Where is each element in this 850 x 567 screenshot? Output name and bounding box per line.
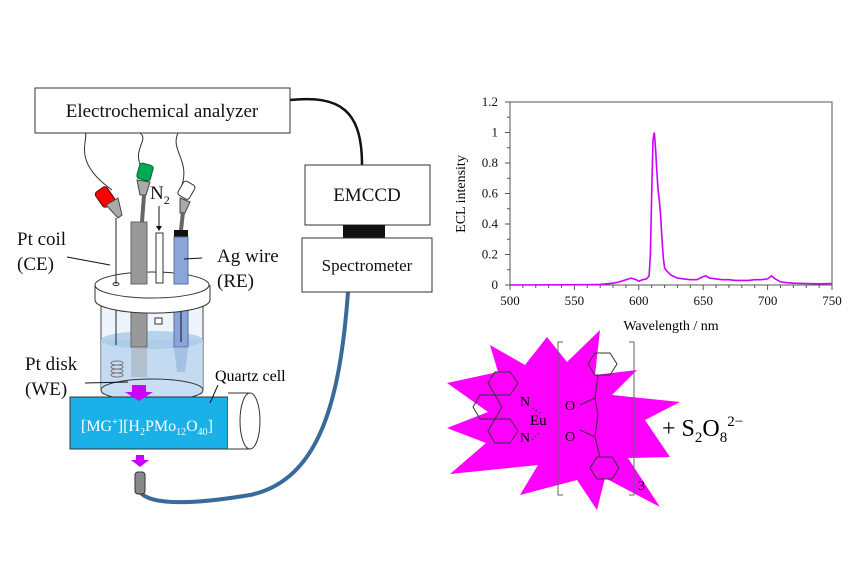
- n2-label: N2: [150, 183, 170, 207]
- x-tick-label: 700: [758, 293, 778, 308]
- coordination-bond: [531, 407, 541, 441]
- x-tick-label: 750: [822, 293, 842, 308]
- pointer-line: [209, 384, 219, 404]
- working-electrode-tip: [131, 347, 147, 377]
- re-lead: [179, 211, 185, 231]
- pointer-line: [66, 256, 111, 266]
- pt-disk-we-label: (WE): [25, 379, 67, 400]
- we-clip-green: [136, 162, 154, 196]
- pt-coil-ce-label: (CE): [17, 254, 54, 275]
- ecl-spectrum-chart: 500 550 600 650 700 750 0 0.2 0.4 0.6 0.8 1 1.2 Wave…: [454, 94, 842, 334]
- optical-fiber: [138, 291, 350, 505]
- pt-coil-icon: [110, 360, 124, 378]
- ecl-burst-icon: [447, 330, 680, 510]
- y-tick-label: 1: [492, 125, 499, 140]
- brackets: [557, 341, 635, 496]
- pt-disk-label: Pt disk: [25, 354, 78, 375]
- y-tick-label: 0: [492, 277, 499, 292]
- plot-frame: [509, 101, 833, 286]
- diketonate-backbone: [579, 374, 601, 458]
- ag-wire-label: Ag wire: [217, 246, 279, 267]
- n-atom: N: [520, 395, 530, 410]
- analyzer-emccd-cable: [289, 97, 364, 166]
- y-tick-label: 0.4: [482, 216, 499, 231]
- pointer-line: [84, 381, 129, 384]
- quartz-cell-cap-face: [239, 392, 261, 450]
- y-tick-label: 0.8: [482, 155, 498, 170]
- phen-ring: [487, 418, 519, 444]
- ag-wire-re-label: (RE): [217, 271, 254, 292]
- y-tick-label: 1.2: [482, 94, 498, 109]
- we-lead: [140, 194, 146, 223]
- electrolyte-label: [MG+][H2PMo12O40]: [81, 417, 213, 438]
- ce-lead-wire: [84, 129, 113, 191]
- spectrometer-box: [301, 237, 433, 293]
- n-atom: N: [520, 431, 530, 446]
- arrowhead-icon: [156, 226, 162, 231]
- n2-tube-upper: [155, 232, 164, 284]
- phenyl-ring: [589, 456, 620, 480]
- ecl-spectrum-line: [509, 132, 833, 286]
- cell-lid: [94, 271, 210, 299]
- reference-electrode-tip: [174, 347, 188, 372]
- coreactant-label: + S2O82−: [662, 414, 743, 446]
- quartz-cell-block: [69, 396, 229, 450]
- ce-clip-red: [94, 186, 123, 219]
- x-tick-label: 550: [565, 293, 585, 308]
- eu-atom: Eu: [530, 413, 547, 429]
- y-tick-label: 0.2: [482, 247, 498, 262]
- phenyl-ring: [587, 352, 618, 376]
- emccd-box: [304, 164, 431, 226]
- quartz-cell-label: Quartz cell: [215, 368, 286, 385]
- light-arrow-down-icon: [125, 385, 153, 401]
- pt-coil-label: Pt coil: [17, 229, 66, 250]
- pointer-line: [183, 257, 203, 260]
- eu-complex-structure: N N Eu O O 3: [447, 330, 680, 510]
- ligand-count: 3: [638, 479, 645, 494]
- x-tick-label: 650: [693, 293, 713, 308]
- y-axis-title: ECL intensity: [454, 155, 469, 233]
- analyzer-label: Electrochemical analyzer: [66, 101, 259, 122]
- o-atom: O: [565, 399, 575, 414]
- re-cap: [174, 230, 188, 237]
- emccd-label: EMCCD: [333, 185, 401, 206]
- y-tick-label: 0.6: [482, 186, 499, 201]
- electrochemical-analyzer-box: [34, 87, 291, 134]
- fiber-probe: [134, 471, 146, 495]
- o-atom: O: [565, 430, 575, 445]
- x-tick-label: 500: [500, 293, 520, 308]
- working-electrode-upper: [130, 221, 148, 285]
- re-clip-white: [177, 180, 196, 216]
- re-lead-wire: [175, 132, 185, 186]
- light-arrow-down-icon: [131, 455, 149, 467]
- x-axis-title: Wavelength / nm: [623, 319, 718, 334]
- phen-ring: [487, 371, 519, 396]
- reference-electrode-upper: [173, 236, 189, 285]
- x-tick-label: 600: [629, 293, 649, 308]
- spectrometer-label: Spectrometer: [322, 256, 413, 275]
- n2-tube-outlet: [154, 317, 163, 325]
- coupler: [343, 225, 385, 238]
